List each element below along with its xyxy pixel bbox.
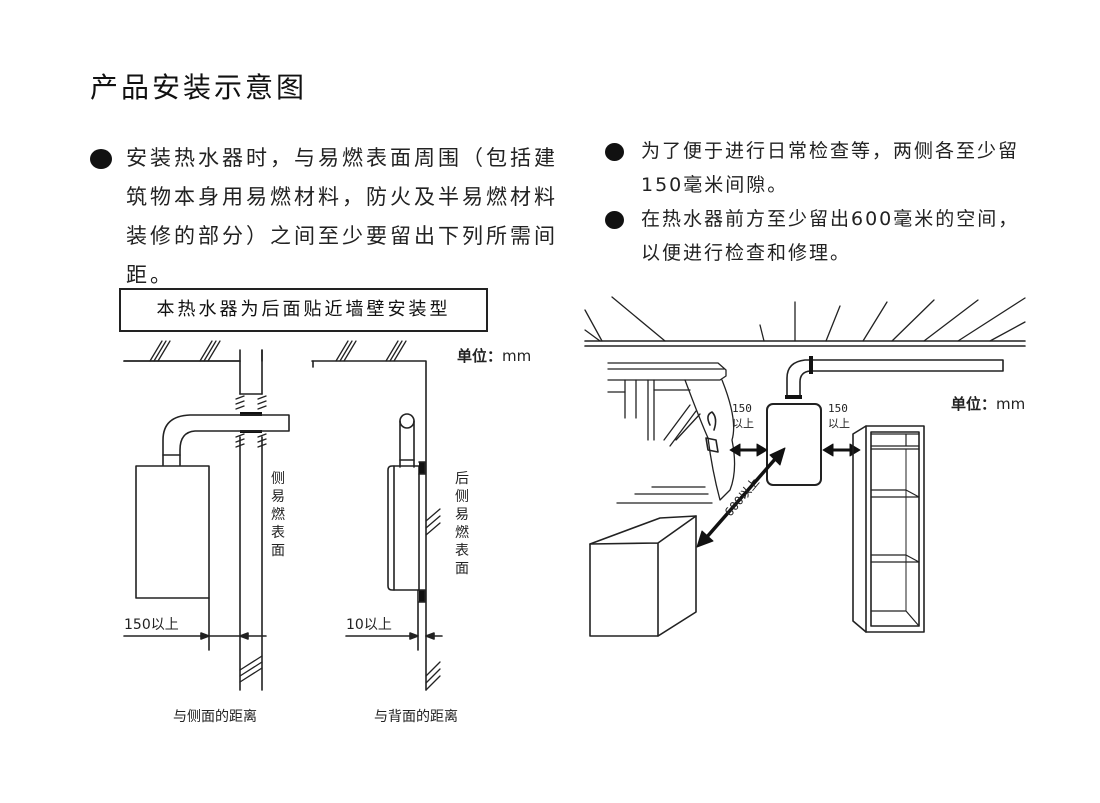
bullet-item: 安装热水器时，与易燃表面周围（包括建筑物本身用易燃材料，防火及半易燃材料装修的部…	[90, 139, 560, 295]
bullet-icon	[605, 143, 624, 161]
ceiling-line	[584, 340, 1026, 347]
bullet-item: 在热水器前方至少留出600毫米的空间，以便进行检查和修理。	[605, 202, 1025, 270]
bullet-icon	[605, 211, 624, 229]
side-clearance-label: 150以上	[124, 617, 179, 633]
unit-label-right: 单位：mm	[951, 393, 1025, 414]
penetration-hatch	[235, 395, 267, 448]
bullet-text: 安装热水器时，与易燃表面周围（包括建筑物本身用易燃材料，防火及半易燃材料装修的部…	[126, 146, 558, 287]
bullet-text: 为了便于进行日常检查等，两侧各至少留150毫米间隙。	[641, 140, 1020, 196]
bullet-item: 为了便于进行日常检查等，两侧各至少留150毫米间隙。	[605, 134, 1025, 202]
side-surface-label: 侧易燃表面	[271, 471, 285, 559]
right-gap-value: 150	[828, 402, 848, 415]
ceiling-line	[311, 360, 427, 691]
right-gap-suffix: 以上	[828, 417, 850, 430]
exhaust-pipe	[786, 359, 1004, 398]
bookcase	[852, 425, 925, 633]
right-instructions: 为了便于进行日常检查等，两侧各至少留150毫米间隙。 在热水器前方至少留出600…	[605, 134, 1025, 270]
exhaust-pipe	[162, 414, 290, 466]
back-surface-label: 后侧易燃表面	[455, 471, 469, 577]
left-gap-arrow	[729, 443, 768, 457]
ceiling-perspective-lines	[584, 296, 1026, 342]
page-title: 产品安装示意图	[90, 71, 308, 104]
room-perspective-diagram	[584, 296, 1026, 637]
bullet-text: 在热水器前方至少留出600毫米的空间，以便进行检查和修理。	[641, 208, 1020, 264]
window	[607, 362, 727, 504]
curtain	[684, 379, 736, 501]
unit-label-text: 单位：	[951, 395, 997, 413]
unit-label-left: 单位：mm	[457, 345, 531, 366]
side-distance-diagram	[123, 340, 290, 691]
back-diagram-caption: 与背面的距离	[374, 709, 458, 725]
back-clearance-label: 10以上	[346, 617, 392, 633]
right-gap-arrow	[822, 443, 861, 457]
left-gap-label: 150 以上	[732, 401, 754, 431]
heater-body-side	[387, 465, 420, 591]
side-diagram-caption: 与侧面的距离	[173, 709, 257, 725]
left-gap-suffix: 以上	[732, 417, 754, 430]
heater-body	[135, 465, 210, 599]
left-gap-value: 150	[732, 402, 752, 415]
bullet-icon	[90, 149, 112, 169]
ceiling-line	[123, 349, 263, 362]
installation-type-box: 本热水器为后面贴近墙壁安装型	[119, 288, 488, 332]
unit-value: mm	[502, 347, 532, 365]
back-distance-diagram	[311, 340, 443, 691]
left-instructions: 安装热水器时，与易燃表面周围（包括建筑物本身用易燃材料，防火及半易燃材料装修的部…	[90, 139, 560, 295]
unit-value: mm	[996, 395, 1026, 413]
water-heater	[766, 403, 822, 486]
front-obstacle-box	[589, 515, 697, 637]
front-gap-arrow	[696, 447, 786, 548]
right-gap-label: 150 以上	[828, 401, 850, 431]
unit-label-text: 单位：	[457, 347, 503, 365]
ceiling-hatch	[149, 340, 221, 362]
